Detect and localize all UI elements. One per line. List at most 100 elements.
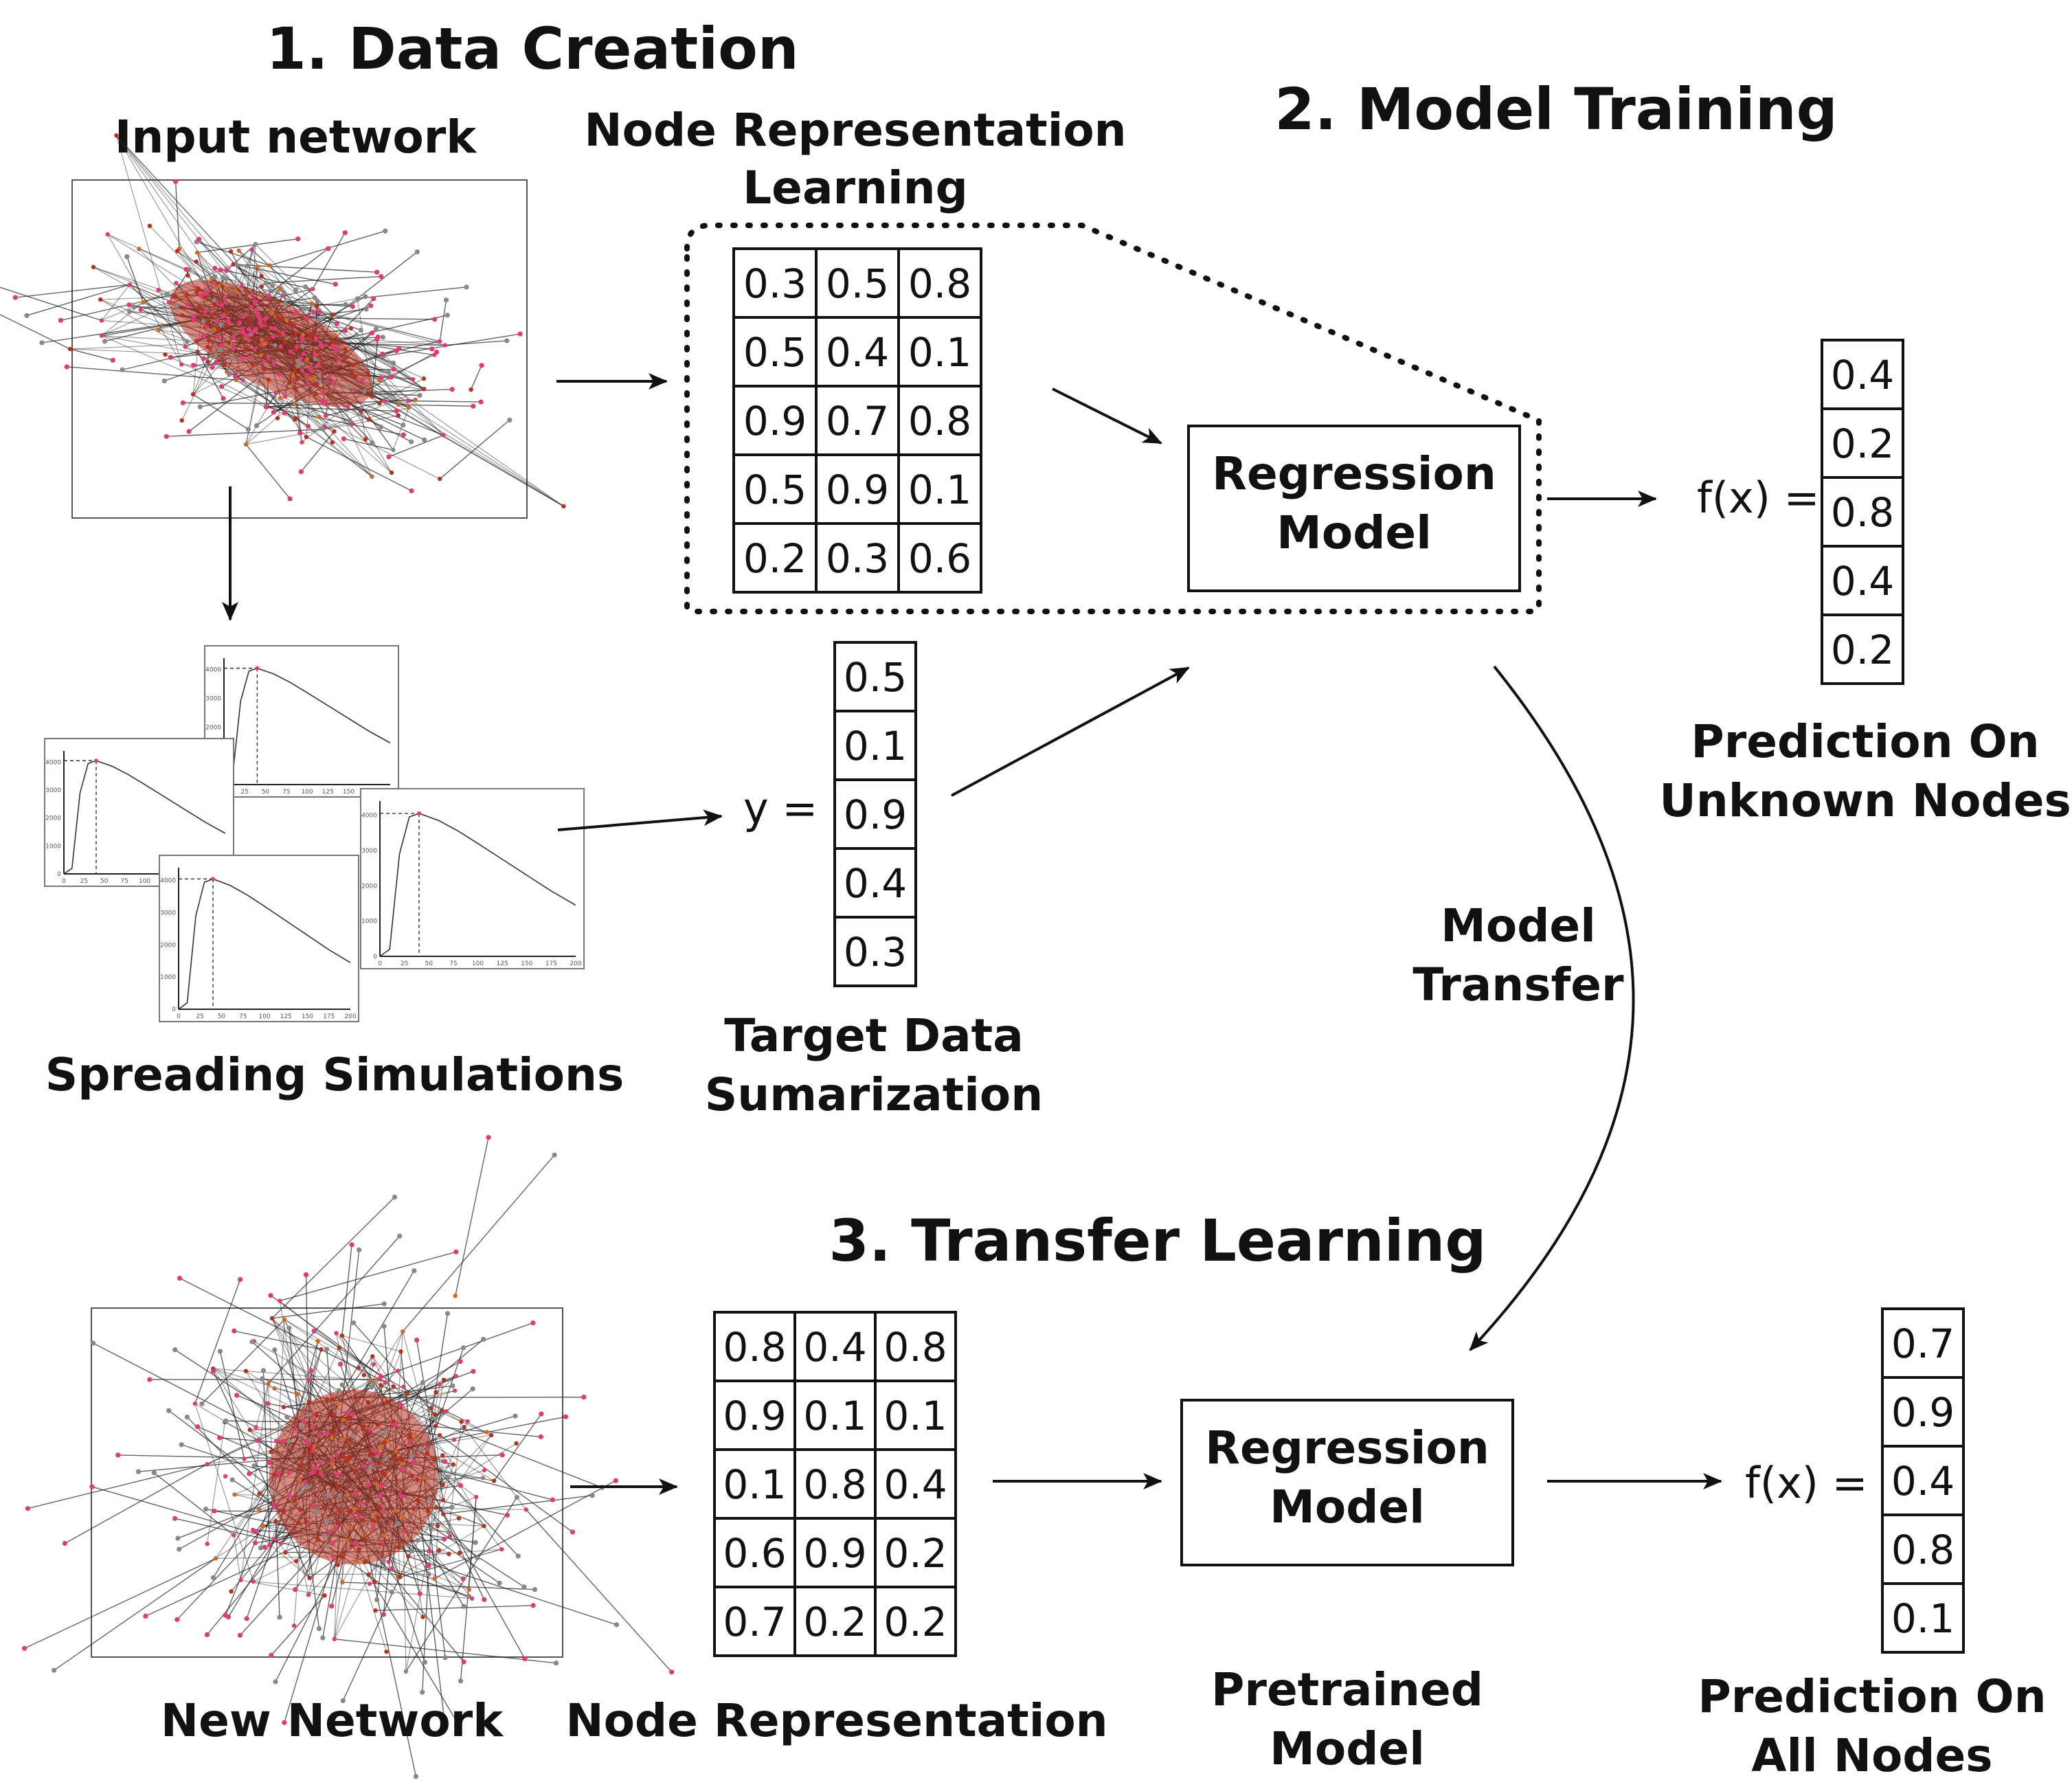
network-node bbox=[330, 380, 335, 385]
network-node bbox=[331, 339, 336, 344]
network-edge bbox=[365, 1562, 469, 1597]
network-node bbox=[271, 409, 276, 415]
network-node bbox=[298, 469, 304, 475]
network-node bbox=[449, 1505, 455, 1510]
network-node bbox=[370, 394, 374, 399]
network-node bbox=[302, 306, 306, 311]
network-node bbox=[405, 1391, 410, 1396]
network-node bbox=[358, 327, 363, 333]
network-node bbox=[411, 1506, 416, 1511]
network-node bbox=[438, 476, 442, 482]
simulation-y-tick: 3000 bbox=[361, 848, 377, 855]
network-node bbox=[314, 1465, 319, 1471]
network-edge bbox=[0, 314, 71, 350]
network-node bbox=[396, 1544, 401, 1550]
network-node bbox=[99, 333, 104, 338]
embed-train-cell: 0.3 bbox=[826, 535, 889, 582]
network-node bbox=[491, 1478, 497, 1483]
network-edge bbox=[100, 299, 335, 432]
network-edge bbox=[65, 1463, 208, 1544]
network-node bbox=[293, 386, 298, 391]
network-node bbox=[324, 1397, 330, 1402]
network-node bbox=[341, 1437, 346, 1442]
network-node bbox=[214, 359, 219, 365]
network-node bbox=[212, 265, 218, 271]
network-edge bbox=[322, 388, 425, 430]
target-cell-box bbox=[833, 641, 917, 712]
network-node bbox=[563, 1414, 569, 1419]
network-node bbox=[344, 1410, 349, 1415]
network-node bbox=[204, 325, 210, 330]
network-node bbox=[550, 1497, 555, 1503]
network-node bbox=[363, 306, 369, 312]
network-node bbox=[315, 1509, 320, 1515]
embed-train-cell: 0.3 bbox=[743, 260, 807, 307]
network-node bbox=[383, 1456, 388, 1462]
network-node bbox=[475, 1555, 480, 1561]
network-node bbox=[247, 337, 252, 343]
network-node bbox=[322, 400, 328, 405]
network-node bbox=[210, 1369, 216, 1374]
network-edge bbox=[115, 135, 287, 321]
simulation-x-tick: 75 bbox=[449, 960, 457, 967]
network-edge bbox=[27, 1463, 207, 1509]
network-node bbox=[371, 1380, 377, 1386]
embed-new-cell-box bbox=[874, 1380, 957, 1451]
network-node bbox=[272, 326, 278, 331]
network-edge bbox=[153, 1472, 234, 1536]
network-node bbox=[370, 1354, 375, 1359]
network-node bbox=[369, 1460, 374, 1465]
network-node bbox=[398, 1456, 403, 1461]
network-node bbox=[138, 307, 144, 313]
network-node bbox=[306, 1399, 311, 1404]
network-node bbox=[457, 1550, 462, 1555]
network-node bbox=[175, 1535, 181, 1541]
network-node bbox=[444, 1311, 451, 1316]
network-node bbox=[286, 1470, 291, 1475]
network-node bbox=[21, 1645, 27, 1651]
network-node bbox=[311, 1448, 315, 1453]
network-node bbox=[173, 179, 179, 184]
network-node bbox=[252, 339, 258, 344]
network-edge bbox=[115, 135, 287, 321]
network-node bbox=[374, 269, 380, 275]
pred-unknown-cell: 0.2 bbox=[1831, 420, 1894, 467]
embed-train-cell: 0.8 bbox=[908, 398, 971, 445]
network-node bbox=[361, 1373, 367, 1377]
network-node bbox=[304, 357, 310, 362]
network-edge bbox=[93, 1342, 256, 1428]
network-node bbox=[401, 1514, 405, 1519]
network-node bbox=[561, 504, 566, 509]
network-node bbox=[191, 317, 196, 323]
network-node bbox=[326, 246, 331, 251]
network-node bbox=[378, 424, 384, 430]
network-node bbox=[52, 1667, 57, 1673]
network-node bbox=[433, 1390, 438, 1395]
network-node bbox=[416, 1498, 420, 1503]
network-node bbox=[292, 368, 297, 373]
network-node bbox=[205, 344, 210, 350]
network-node bbox=[330, 1461, 335, 1467]
simulation-peak-marker bbox=[211, 877, 215, 881]
network-node bbox=[308, 1368, 314, 1373]
network-node bbox=[253, 242, 258, 247]
network-node bbox=[417, 1591, 423, 1597]
network-node bbox=[232, 1328, 237, 1334]
network-node bbox=[217, 1349, 223, 1354]
embed-train-cell: 0.5 bbox=[826, 260, 889, 307]
network-node bbox=[232, 374, 238, 379]
network-node bbox=[350, 1512, 355, 1518]
network-node bbox=[432, 317, 438, 322]
network-node bbox=[481, 1336, 486, 1342]
network-node bbox=[432, 1576, 437, 1581]
network-node bbox=[247, 326, 251, 332]
network-node bbox=[523, 1507, 529, 1512]
network-node bbox=[306, 423, 311, 429]
network-node bbox=[373, 326, 379, 332]
network-node bbox=[370, 440, 375, 446]
network-node bbox=[336, 1388, 341, 1393]
network-node bbox=[224, 324, 229, 328]
network-edge bbox=[262, 1378, 328, 1400]
